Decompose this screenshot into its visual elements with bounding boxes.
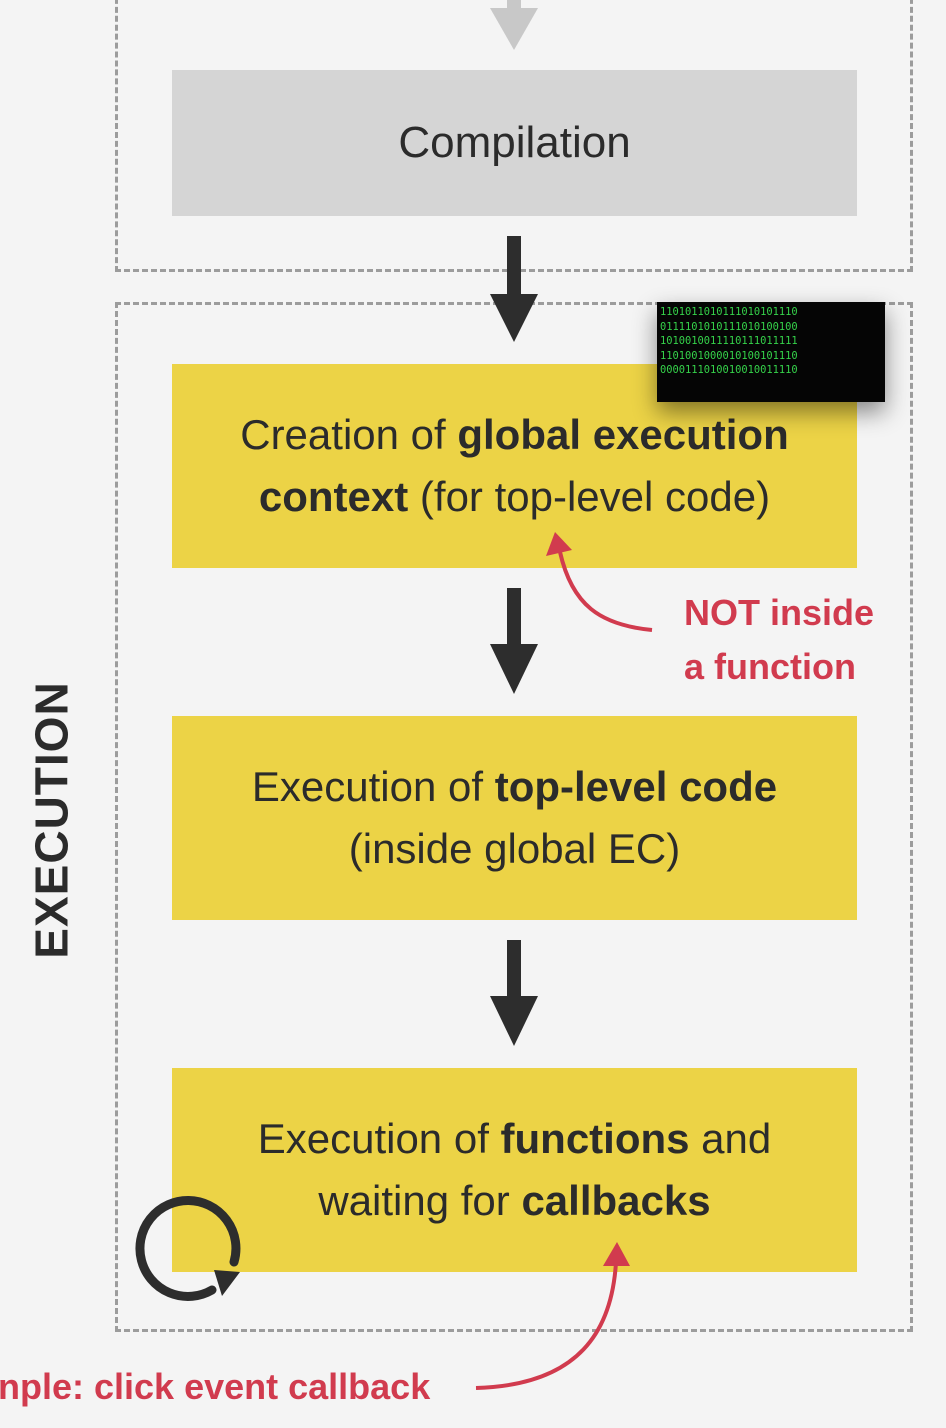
- not-inside-function-note: NOT inside a function: [684, 586, 874, 694]
- step3-bold-a: functions: [500, 1115, 690, 1162]
- binary-line: 0000111010010010011110: [660, 364, 798, 376]
- functions-callbacks-text: Execution of functions and waiting for c…: [258, 1108, 772, 1232]
- binary-line: 1010010011110111011111: [660, 335, 798, 347]
- note-line-1: NOT inside: [684, 592, 875, 633]
- note-line-2: a function: [684, 646, 856, 687]
- step2-bold-a: top-level code: [494, 763, 778, 810]
- step1-bold-a: global execution: [457, 411, 789, 458]
- down-arrow-icon: [490, 940, 538, 1046]
- binary-code-image: 1101011010111010101110 01111010101110101…: [657, 302, 885, 402]
- top-level-execution-text: Execution of top-level code (inside glob…: [252, 756, 777, 880]
- step1-text-a: Creation of: [240, 411, 458, 458]
- curved-arrow-icon: [475, 1242, 630, 1390]
- binary-line: 1101011010111010101110: [660, 306, 798, 318]
- example-text: nple: click event callback: [0, 1366, 431, 1407]
- global-ec-creation-box: Creation of global execution context (fo…: [172, 364, 857, 568]
- curved-arrow-icon: [546, 532, 653, 632]
- compilation-label: Compilation: [398, 118, 631, 167]
- top-level-execution-box: Execution of top-level code (inside glob…: [172, 716, 857, 920]
- down-arrow-icon: [490, 236, 538, 342]
- global-ec-creation-text: Creation of global execution context (fo…: [240, 404, 789, 528]
- compilation-box: Compilation: [172, 70, 857, 216]
- step1-bold-b: context: [258, 473, 409, 520]
- functions-callbacks-box: Execution of functions and waiting for c…: [172, 1068, 857, 1272]
- down-arrow-icon: [490, 0, 538, 50]
- click-event-example-note: nple: click event callback: [0, 1360, 430, 1414]
- step3-bold-b: callbacks: [521, 1177, 711, 1224]
- step2-text-a: Execution of: [251, 763, 495, 810]
- down-arrow-icon: [490, 588, 538, 694]
- step3-text-a: Execution of: [257, 1115, 501, 1162]
- step2-text-b: (inside global EC): [348, 825, 681, 872]
- loop-icon: [135, 1196, 241, 1301]
- step3-text-b: and: [689, 1115, 772, 1162]
- binary-line: 0111101010111010100100: [660, 320, 798, 333]
- step1-text-b: (for top-level code): [408, 473, 771, 520]
- binary-line: 1101001000010100101110: [660, 349, 798, 362]
- step3-text-c: waiting for: [318, 1177, 522, 1224]
